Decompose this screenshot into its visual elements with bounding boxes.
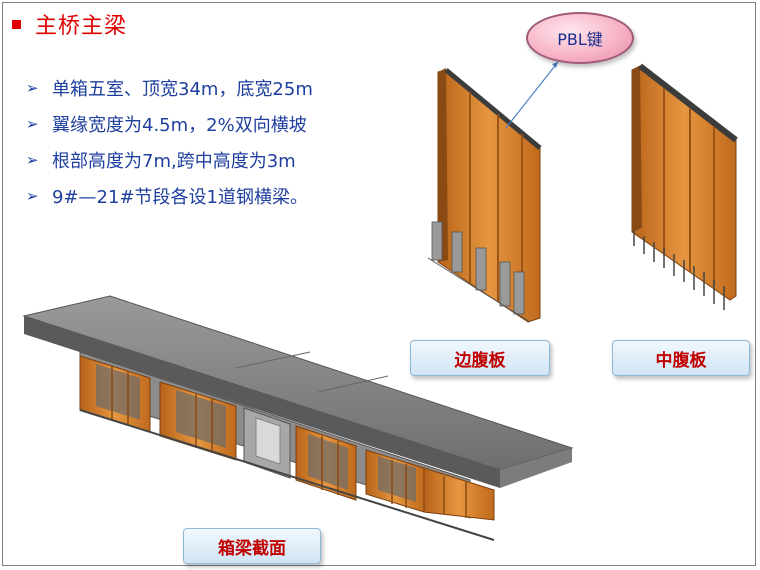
chevron-right-icon: ➢: [26, 151, 39, 169]
bullet-point: ➢单箱五室、顶宽34m，底宽25m: [26, 79, 313, 100]
side-web-panel-illustration: [427, 68, 542, 323]
chevron-right-icon: ➢: [26, 187, 39, 205]
side-web-label: 边腹板: [410, 340, 550, 376]
middle-web-panel-illustration: [631, 63, 738, 310]
slide-title-text: 主桥主梁: [35, 14, 128, 39]
callout-arrow: [505, 61, 559, 129]
red-square-bullet-icon: [12, 19, 21, 29]
bullet-list: ➢单箱五室、顶宽34m，底宽25m ➢翼缘宽度为4.5m，2%双向横坡 ➢根部高…: [26, 70, 313, 214]
bullet-point: ➢9#—21#节段各设1道钢横梁。: [26, 187, 308, 208]
chevron-right-icon: ➢: [26, 115, 39, 133]
box-girder-illustration: [22, 295, 574, 541]
middle-web-label: 中腹板: [612, 340, 750, 376]
chevron-right-icon: ➢: [26, 79, 39, 97]
pbl-callout-bubble: PBL键: [526, 12, 634, 64]
bullet-point: ➢根部高度为7m,跨中高度为3m: [26, 151, 296, 172]
bullet-point: ➢翼缘宽度为4.5m，2%双向横坡: [26, 115, 307, 136]
slide-title: 主桥主梁: [12, 8, 127, 40]
box-section-label: 箱梁截面: [183, 528, 321, 564]
